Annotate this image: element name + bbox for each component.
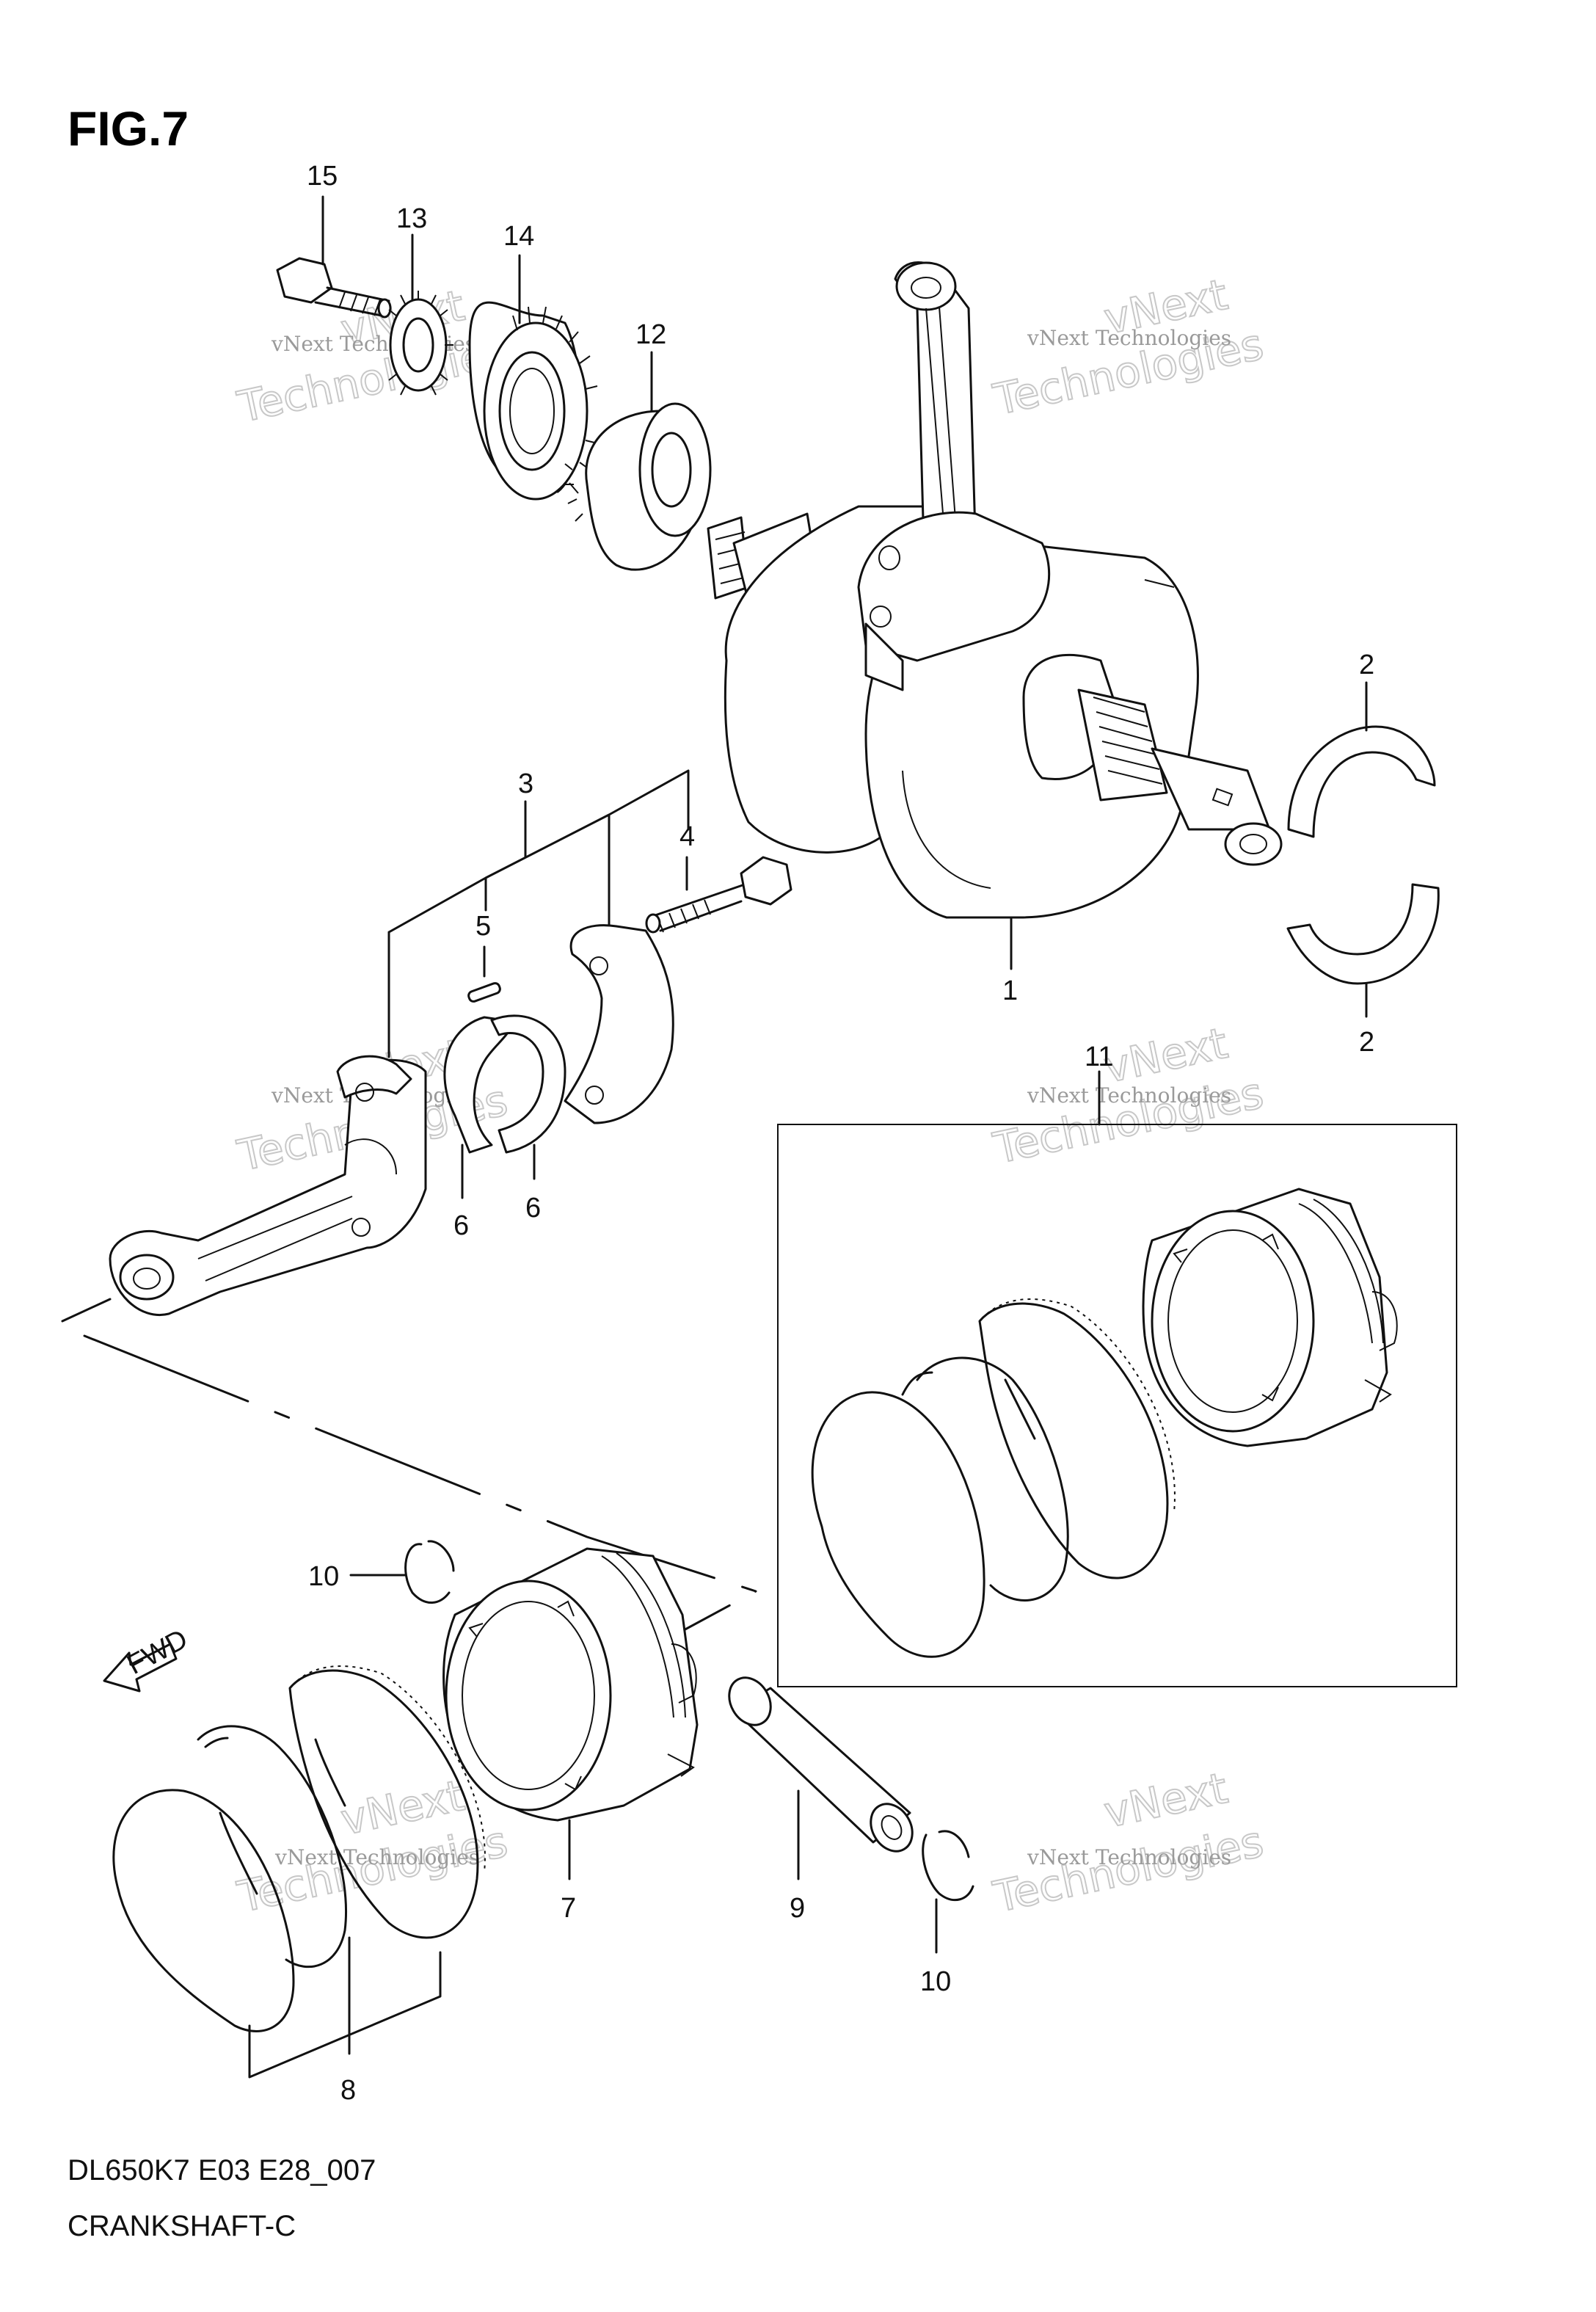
fwd-label: FWD [122,1624,192,1681]
watermark-bottom-left: vNext Technologies vNext Technologies [233,1770,513,1923]
part-label-7: 7 [561,1893,576,1924]
part-label-4: 4 [679,821,695,852]
part-label-10-upper: 10 [308,1561,339,1592]
piston-pin-9 [728,1676,914,1853]
bracket-3 [387,769,690,1058]
part-label-6b: 6 [525,1193,541,1224]
rod-bearing-6b [490,1014,566,1154]
spring-washer-12 [564,402,712,571]
watermark-mid-right: vNext Technologies vNext Technologies [988,1017,1269,1174]
part-label-8: 8 [340,2075,356,2106]
bearing-2-lower [1286,883,1440,985]
part-label-10-lower: 10 [920,1966,951,1997]
part-label-6a: 6 [453,1210,469,1241]
piston-7 [442,1547,699,1822]
part-label-15: 15 [307,161,338,192]
part-label-1: 1 [1002,975,1018,1006]
watermark-bottom-right: vNext Technologies vNext Technologies [988,1762,1269,1923]
svg-text:vNext Technologies: vNext Technologies [274,1845,479,1869]
bolt-15 [276,257,392,319]
assembly-line [61,1298,757,1632]
circlip-10-upper [404,1540,455,1604]
bearing-2-upper [1287,725,1436,838]
section-name: CRANKSHAFT-C [68,2210,296,2242]
fwd-arrow-icon: FWD [103,1624,193,1693]
part-label-2-upper: 2 [1359,650,1374,680]
svg-text:vNext Technologies: vNext Technologies [1027,1845,1231,1869]
model-code: DL650K7 E03 E28_007 [68,2154,376,2186]
ring-set-8 [112,1665,486,2079]
part-label-9: 9 [790,1893,805,1924]
part-label-14: 14 [503,221,534,252]
crankshaft-1 [707,261,1283,919]
figure-title: FIG.7 [68,101,189,156]
part-label-3: 3 [518,768,533,799]
part-label-2-lower: 2 [1359,1027,1374,1058]
rod-bearing-6a [443,1016,515,1154]
part-label-12: 12 [635,319,666,350]
circlip-10-lower [922,1830,974,1902]
washer-13 [388,291,453,396]
connecting-rod [109,1055,427,1316]
rod-cap [564,924,674,1124]
part-label-5: 5 [475,911,491,942]
rod-bolt-4 [645,856,792,934]
piston-set-11 [777,1124,1457,1687]
part-label-11: 11 [1085,1042,1113,1072]
svg-text:vNext Technologies: vNext Technologies [1027,1083,1231,1108]
pin-5 [467,982,501,1003]
watermark-top-right: vNext Technologies vNext Technologies [988,269,1269,426]
part-label-13: 13 [396,203,427,234]
gear-14 [468,301,598,501]
svg-text:vNext Technologies: vNext Technologies [1027,326,1231,350]
